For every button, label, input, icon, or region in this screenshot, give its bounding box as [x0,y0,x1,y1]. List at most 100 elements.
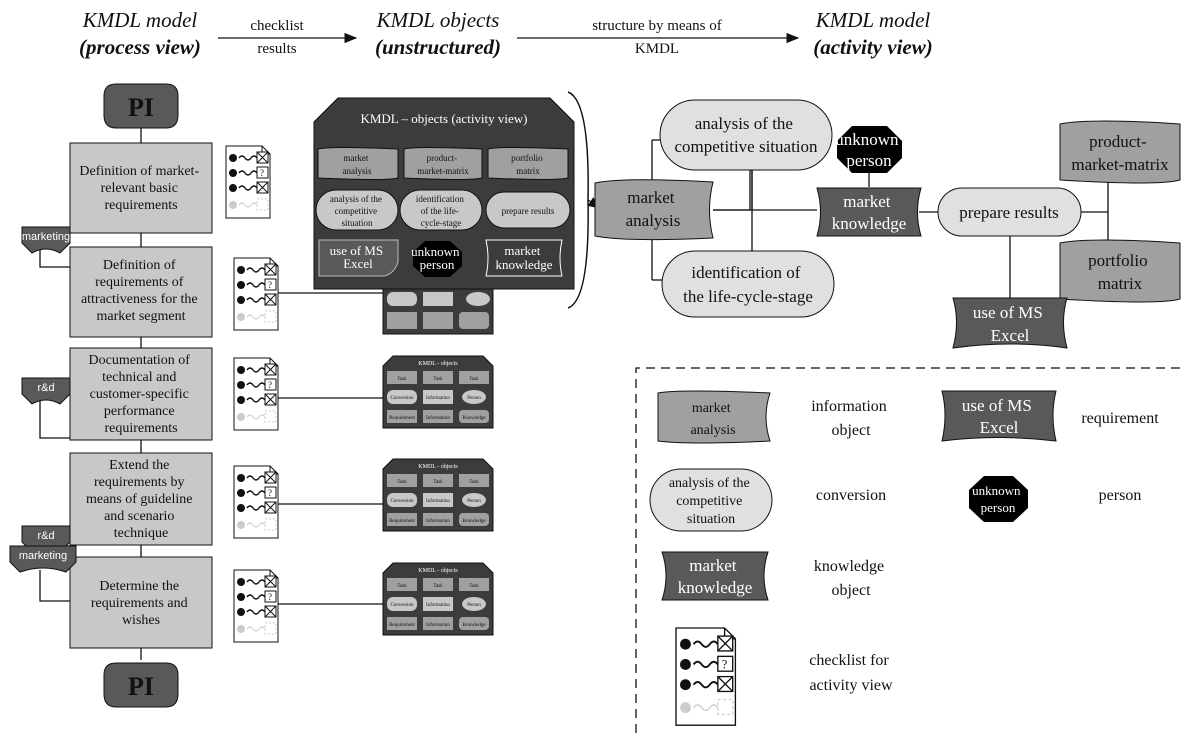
role-marketing-1-label: marketing [22,231,70,243]
legend-frame [635,367,1184,733]
kmdl-box-info-product-market-matrix [403,147,483,180]
kmdl-box-conversion-analysis-label: analysis of the competitive situation [330,194,384,228]
header-right-title: KMDL model [815,8,931,32]
legend-person-label: person [1099,487,1142,504]
role-rd-1 [21,377,71,405]
activity-conversion-identification [661,250,835,318]
legend-conversion-shape [649,468,773,532]
legend-person-shape [969,476,1028,522]
pi-end-label: PI [128,672,154,701]
checklist-icon-2 [233,257,279,331]
activity-info-product-market-matrix [1059,120,1181,184]
legend-info-object-label: information object [811,398,891,439]
pi-end-shape [103,662,179,708]
arrow2-label-line2: KMDL [635,41,679,57]
process-step-5-label: Determine the requirements and wishes [91,579,191,628]
legend-info-object-shape-label: market analysis [690,401,735,438]
header-mid-subtitle: (unstructured) [375,35,501,59]
legend-info-object-shape [657,390,771,444]
role-rd-2-label: r&d [37,530,54,542]
header-left-subtitle: (process view) [79,35,201,59]
kmdl-objects-box: KMDL – objects (activity view) market an… [313,91,602,309]
activity-info-portfolio-label: portfolio matrix [1088,251,1152,293]
process-step-3 [69,347,213,441]
process-step-1 [69,142,213,234]
kmdl-box-conversion-prepare [485,191,571,229]
kmdl-box-person-label: unknown person [411,244,463,272]
process-step-5 [69,556,213,649]
pi-start-label: PI [128,93,154,122]
header: KMDL model (process view) KMDL objects (… [79,8,933,59]
checklists [225,145,383,643]
legend-person-shape-label: unknown person [972,483,1024,515]
activity-knowledge-market-label: market knowledge [832,192,907,233]
kmdl-box-requirement-excel [318,239,399,277]
legend-requirement-label: requirement [1081,410,1159,427]
activity-person-unknown-label: unknown person [835,130,903,170]
kmdl-small-box-3 [382,458,494,532]
checklist-icon-5 [233,569,279,643]
kmdl-small-box-2 [382,355,494,429]
activity-info-market-analysis [594,179,714,241]
kmdl-box-knowledge-market [485,239,563,277]
kmdl-box-conversion-prepare-label: prepare results [502,206,555,216]
process-step-4 [69,452,213,546]
activity-requirement-excel [952,297,1068,349]
activity-info-pmm-label: product- market-matrix [1071,132,1169,174]
kmdl-small-box-4 [382,562,494,636]
activity-requirement-excel-label: use of MS Excel [973,303,1047,345]
process-step-3-label: Documentation of technical and customer-… [89,353,194,436]
kmdl-small-box-1 [382,288,494,335]
legend-conversion-label: conversion [816,487,886,504]
activity-conversion-prepare [937,187,1082,237]
legend-knowledge-label: knowledge object [814,558,888,599]
legend: market analysis information object use o… [635,367,1184,733]
role-rd-1-label: r&d [37,382,54,394]
legend-knowledge-shape-label: market knowledge [678,556,753,597]
legend-checklist-label: checklist for activity view [809,652,893,694]
legend-requirement-shape-label: use of MS Excel [962,396,1036,437]
header-right-subtitle: (activity view) [813,35,933,59]
arrow1-label-line2: results [257,41,296,57]
role-marketing-1 [21,226,71,254]
activity-conversion-analysis [659,99,833,171]
checklist-icon-3 [233,357,279,431]
activity-conversion-prepare-label: prepare results [959,203,1059,222]
kmdl-box-title: KMDL – objects (activity view) [360,111,527,126]
process-step-2 [69,246,213,338]
process-step-1-label: Definition of market- relevant basic req… [79,164,202,213]
process-view: PI PI Definition of market- relevant bas… [9,83,213,708]
legend-requirement-shape [941,390,1057,442]
process-step-4-label: Extend the requirements by means of guid… [86,458,196,541]
checklist-icon-1 [225,145,271,219]
header-left-title: KMDL model [82,8,198,32]
activity-info-market-analysis-label: market analysis [626,188,681,230]
kmdl-box-person-unknown [413,241,462,277]
activity-conversion-analysis-label: analysis of the competitive situation [674,114,818,156]
legend-conversion-shape-label: analysis of the competitive situation [669,476,753,527]
pi-start-shape [103,83,179,129]
activity-view: market analysis analysis of the competit… [594,99,1181,349]
kmdl-box-requirement-excel-label: use of MS Excel [330,243,387,271]
role-marketing-2 [9,545,77,573]
kmdl-box-knowledge-label: market knowledge [495,243,552,272]
kmdl-box-info-pmm-label: product- market-matrix [417,153,469,176]
process-step-2-label: Definition of requirements of attractive… [81,258,201,324]
kmdl-box-conversion-identification [399,189,483,231]
kmdl-box-conversion-identification-label: identification of the life- cycle-stage [416,194,466,228]
activity-person-unknown [837,126,902,173]
activity-knowledge-market [816,187,922,237]
kmdl-box-info-market-analysis-label: market analysis [343,153,372,176]
role-marketing-2-label: marketing [19,550,67,562]
kmdl-box-conversion-analysis [315,189,399,231]
legend-checklist-icon [675,627,737,727]
activity-info-portfolio-matrix [1059,239,1181,303]
arrow2-label-line1: structure by means of [592,18,722,34]
header-mid-title: KMDL objects [376,8,500,32]
kmdl-box-info-portfolio-matrix [487,147,569,180]
kmdl-box-info-market-analysis [317,147,399,180]
arrow1-label-line1: checklist [250,18,304,34]
kmdl-box-info-portfolio-label: portfolio matrix [511,153,545,176]
legend-knowledge-shape [661,551,769,601]
